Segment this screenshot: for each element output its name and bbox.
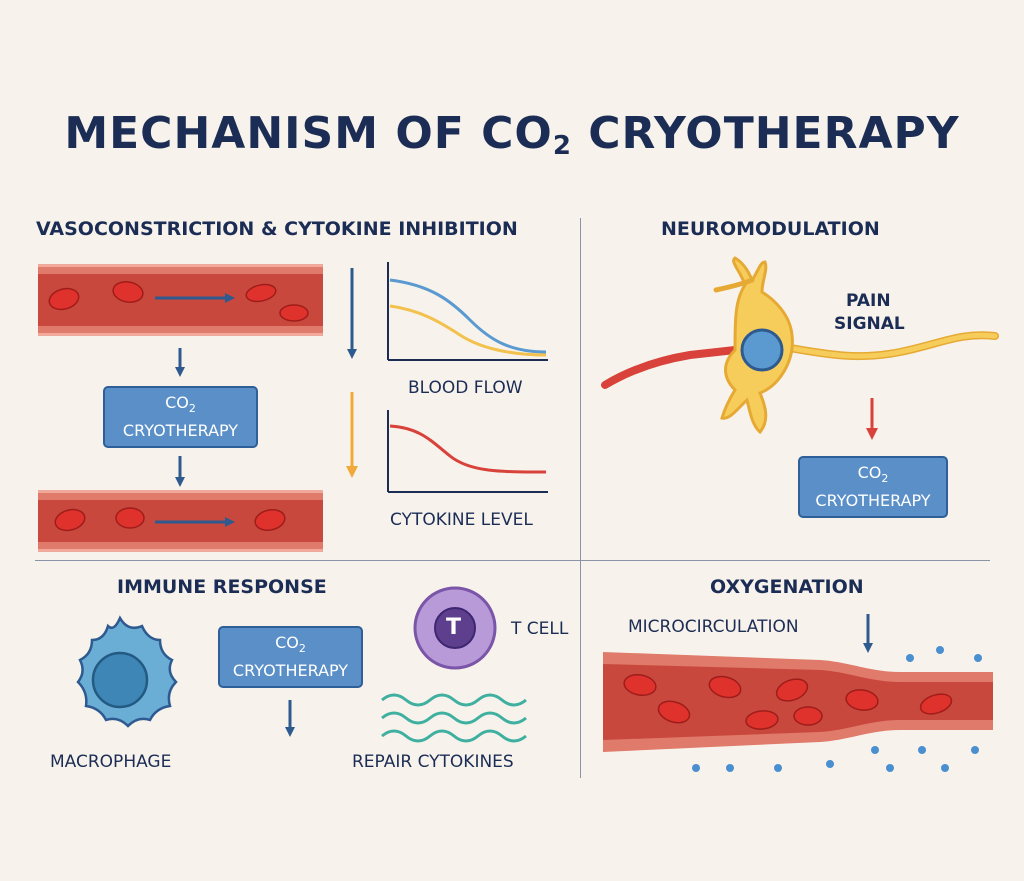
oxy-heading: OXYGENATION <box>710 576 864 598</box>
vaso-box-label: CRYOTHERAPY <box>122 421 239 441</box>
vessel-oxygenation <box>603 652 993 752</box>
blood-flow-label: BLOOD FLOW <box>408 378 523 398</box>
pain-signal-label-2: SIGNAL <box>834 314 905 334</box>
macrophage-label: MACROPHAGE <box>50 752 172 772</box>
immune-box-label: CRYOTHERAPY <box>232 661 349 681</box>
neuro-box-label: CRYOTHERAPY <box>815 491 931 511</box>
immune-co2-box: CO2 CRYOTHERAPY <box>218 626 363 688</box>
vaso-heading: VASOCONSTRICTION & CYTOKINE INHIBITION <box>36 218 518 240</box>
neuron <box>601 256 999 435</box>
neuro-co2-box: CO2 CRYOTHERAPY <box>798 456 948 518</box>
t-cell-label: T CELL <box>511 619 569 639</box>
macrophage <box>76 615 178 728</box>
neuro-heading: NEUROMODULATION <box>661 218 880 240</box>
cytokine-level-label: CYTOKINE LEVEL <box>390 510 533 530</box>
rbc-group-top <box>48 281 309 322</box>
repair-cytokine-waves <box>381 693 527 743</box>
rbc-group-bottom <box>54 507 286 532</box>
vaso-box-co2: CO2 <box>165 392 196 416</box>
blood-flow-chart <box>387 262 548 361</box>
repair-cytokines-label: REPAIR CYTOKINES <box>352 752 514 772</box>
page-title: MECHANISM OF CO2 CRYOTHERAPY <box>64 108 960 161</box>
pain-signal-label-1: PAIN <box>846 291 891 311</box>
panel-divider-vertical <box>580 218 581 778</box>
oxygen-dots <box>692 646 982 772</box>
immune-box-co2: CO2 <box>275 632 306 656</box>
vessel-top <box>38 264 323 336</box>
t-cell <box>413 586 497 670</box>
t-cell-letter: T <box>446 615 462 640</box>
panel-divider-horizontal <box>35 560 990 561</box>
cytokine-chart <box>387 410 548 493</box>
vaso-co2-box: CO2 CRYOTHERAPY <box>103 386 258 448</box>
neuro-box-co2: CO2 <box>857 462 889 486</box>
microcirculation-label: MICROCIRCULATION <box>628 617 799 637</box>
immune-heading: IMMUNE RESPONSE <box>117 576 327 598</box>
